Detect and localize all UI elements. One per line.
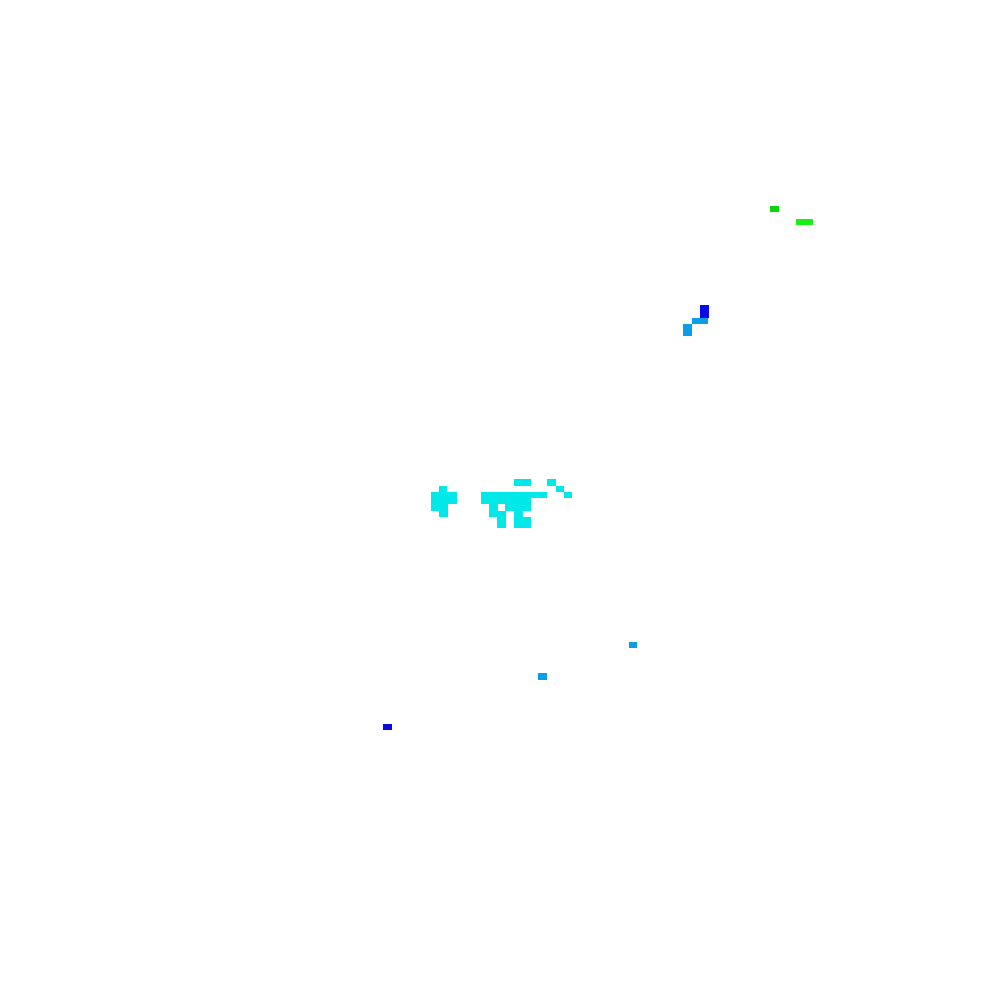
cyan-mass-block-8 [556,486,564,492]
scattered-specks-block-1 [629,642,637,648]
blue-diagonal-trail-block-2 [692,318,708,324]
cyan-mass-block-3 [431,498,457,504]
cyan-mass-block-14 [489,511,506,517]
cyan-mass-block-15 [514,511,523,517]
cyan-mass-block-16 [497,517,506,523]
cyan-mass-block-6 [514,479,531,486]
cyan-mass-block-2 [431,492,457,498]
cyan-mass-block-7 [547,479,556,486]
cyan-mass-block-18 [497,523,506,528]
scattered-specks-block-2 [538,673,547,680]
cyan-mass-block-13 [505,504,531,511]
cyan-mass-block-10 [481,492,547,498]
green-specks-block-2 [796,219,813,225]
cyan-mass-block-12 [489,504,498,511]
cyan-mass-block-19 [514,523,531,528]
blue-diagonal-trail-block-1 [700,305,709,318]
cyan-mass-block-5 [439,511,448,517]
cyan-mass-block-4 [431,504,448,511]
green-specks-block-1 [770,206,779,212]
scattered-specks-block-3 [383,724,392,730]
cyan-mass-block-1 [439,486,447,492]
cyan-mass-block-17 [514,517,531,523]
cyan-mass-block-11 [481,498,531,504]
cyan-mass-block-9 [564,492,572,498]
blue-diagonal-trail-block-3 [683,324,692,336]
